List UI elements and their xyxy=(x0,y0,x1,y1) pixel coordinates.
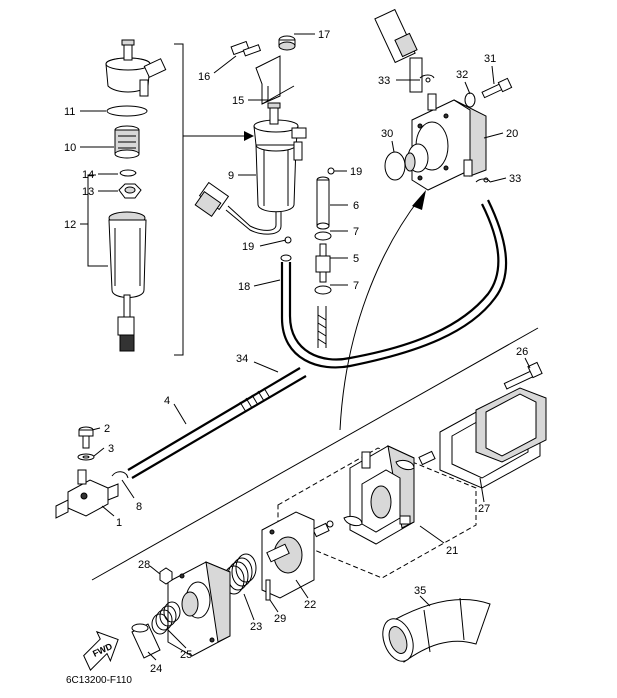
bracket-15 xyxy=(255,55,281,105)
callout-32: 32 xyxy=(456,69,468,81)
filter-element-10 xyxy=(114,125,140,159)
callout-9: 9 xyxy=(228,170,234,182)
callout-6: 6 xyxy=(353,200,359,212)
fwd-arrow-icon: FWD xyxy=(83,630,119,671)
callout-14: 14 xyxy=(82,169,94,181)
callout-29: 29 xyxy=(274,613,286,625)
callout-7a: 7 xyxy=(353,226,359,238)
callout-28: 28 xyxy=(138,559,150,571)
spring-25 xyxy=(151,601,181,635)
diagram-code: 6C13200-F110 xyxy=(66,675,132,686)
callout-25: 25 xyxy=(180,649,192,661)
callout-12: 12 xyxy=(64,219,76,231)
bolt-2 xyxy=(78,426,94,449)
callout-19b: 19 xyxy=(242,241,254,253)
arrow-head-icon xyxy=(244,131,254,141)
part-callouts: 11 10 14 13 12 16 15 17 9 19 6 7 5 7 19 … xyxy=(64,29,528,675)
callout-8: 8 xyxy=(136,501,142,513)
clip-33a xyxy=(419,74,435,79)
clip-14 xyxy=(119,169,137,177)
clamp-7a xyxy=(314,231,332,241)
fuel-filter-exploded xyxy=(105,39,167,352)
callout-11: 11 xyxy=(64,106,75,118)
callout-3: 3 xyxy=(108,443,114,455)
callout-18: 18 xyxy=(238,281,250,293)
callout-21: 21 xyxy=(446,545,458,557)
callout-34: 34 xyxy=(236,353,248,365)
pin-29 xyxy=(265,579,271,601)
fuel-filter-9 xyxy=(194,35,335,295)
callout-2: 2 xyxy=(104,423,110,435)
collar-17 xyxy=(278,35,296,51)
clip-8 xyxy=(111,471,129,479)
callout-31: 31 xyxy=(484,53,496,65)
bolt-16 xyxy=(230,40,262,57)
fuel-joint-1 xyxy=(55,426,129,519)
fuel-pump-20 xyxy=(374,8,513,191)
plunger-24 xyxy=(131,623,161,659)
washer-32 xyxy=(464,92,476,108)
leader-lines xyxy=(80,33,531,661)
filter-cup-12 xyxy=(108,211,147,352)
fuel-hoses xyxy=(127,199,508,479)
structural-lines xyxy=(91,43,539,581)
callout-23: 23 xyxy=(250,621,262,633)
callout-33a: 33 xyxy=(378,75,390,87)
nut-28 xyxy=(159,567,173,585)
callout-7b: 7 xyxy=(353,280,359,292)
lower-pump-assembly xyxy=(131,361,547,659)
callout-15: 15 xyxy=(232,95,244,107)
callout-27: 27 xyxy=(478,503,490,515)
callout-33b: 33 xyxy=(509,173,521,185)
joint-5 xyxy=(315,243,331,283)
callout-13: 13 xyxy=(82,186,94,198)
o-ring-30 xyxy=(384,151,406,181)
callout-19a: 19 xyxy=(350,166,362,178)
clamp-7b xyxy=(314,285,332,295)
callout-5: 5 xyxy=(353,253,359,265)
hose-35 xyxy=(382,597,491,663)
bolt-31 xyxy=(481,77,513,99)
callout-4: 4 xyxy=(164,395,170,407)
o-ring-11 xyxy=(106,105,148,117)
callout-22: 22 xyxy=(304,599,316,611)
hose-6 xyxy=(316,176,330,230)
callout-35: 35 xyxy=(414,585,426,597)
pump-connector xyxy=(374,8,423,93)
callout-10: 10 xyxy=(64,142,76,154)
callout-26: 26 xyxy=(516,346,528,358)
callout-30: 30 xyxy=(381,128,393,140)
callout-24: 24 xyxy=(150,663,162,675)
callout-16: 16 xyxy=(198,71,210,83)
callout-20: 20 xyxy=(506,128,518,140)
sensor-connector xyxy=(194,181,230,217)
bolt-26 xyxy=(503,361,543,390)
callout-1: 1 xyxy=(116,517,122,529)
callout-17: 17 xyxy=(318,29,330,41)
arrow-head-icon xyxy=(412,190,426,210)
